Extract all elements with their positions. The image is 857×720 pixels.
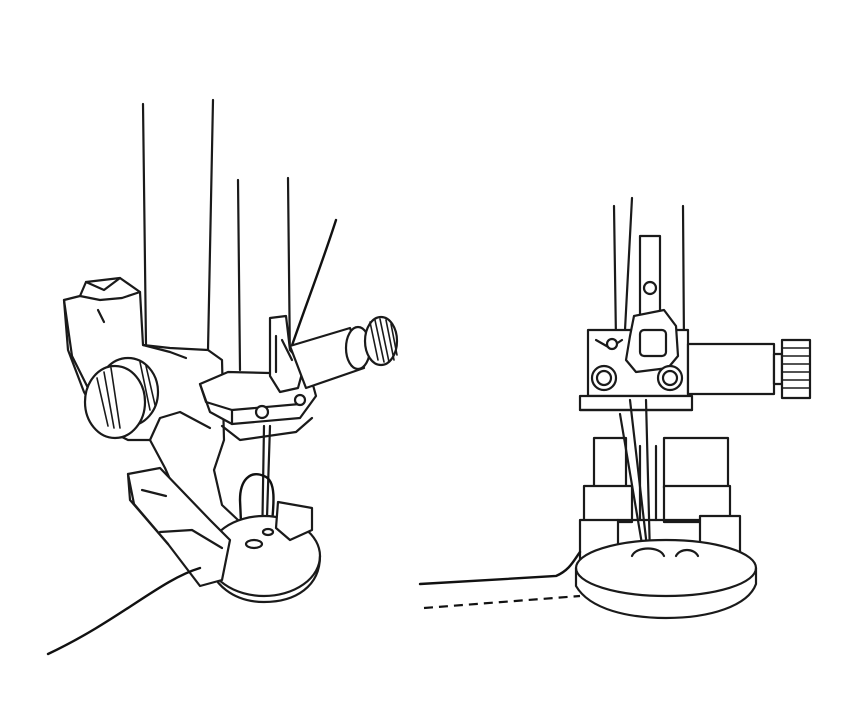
front-upper-thread [418,550,582,586]
foot-sole [206,500,322,604]
lower-thread [46,566,202,656]
lever [126,466,232,588]
thumb-screw [83,356,160,440]
front-base-plate [578,394,694,412]
perspective-view [46,98,399,656]
front-side-knob [686,338,812,400]
front-lower-thread [423,594,581,610]
front-clamp [586,308,690,398]
front-view [418,196,812,620]
front-foot-sole [574,538,758,620]
side-knob [288,315,399,390]
front-needle-bar [638,234,662,318]
front-needles [618,398,652,558]
needle-bar [236,176,292,372]
presser-bar [141,98,215,352]
front-rods [612,196,686,347]
